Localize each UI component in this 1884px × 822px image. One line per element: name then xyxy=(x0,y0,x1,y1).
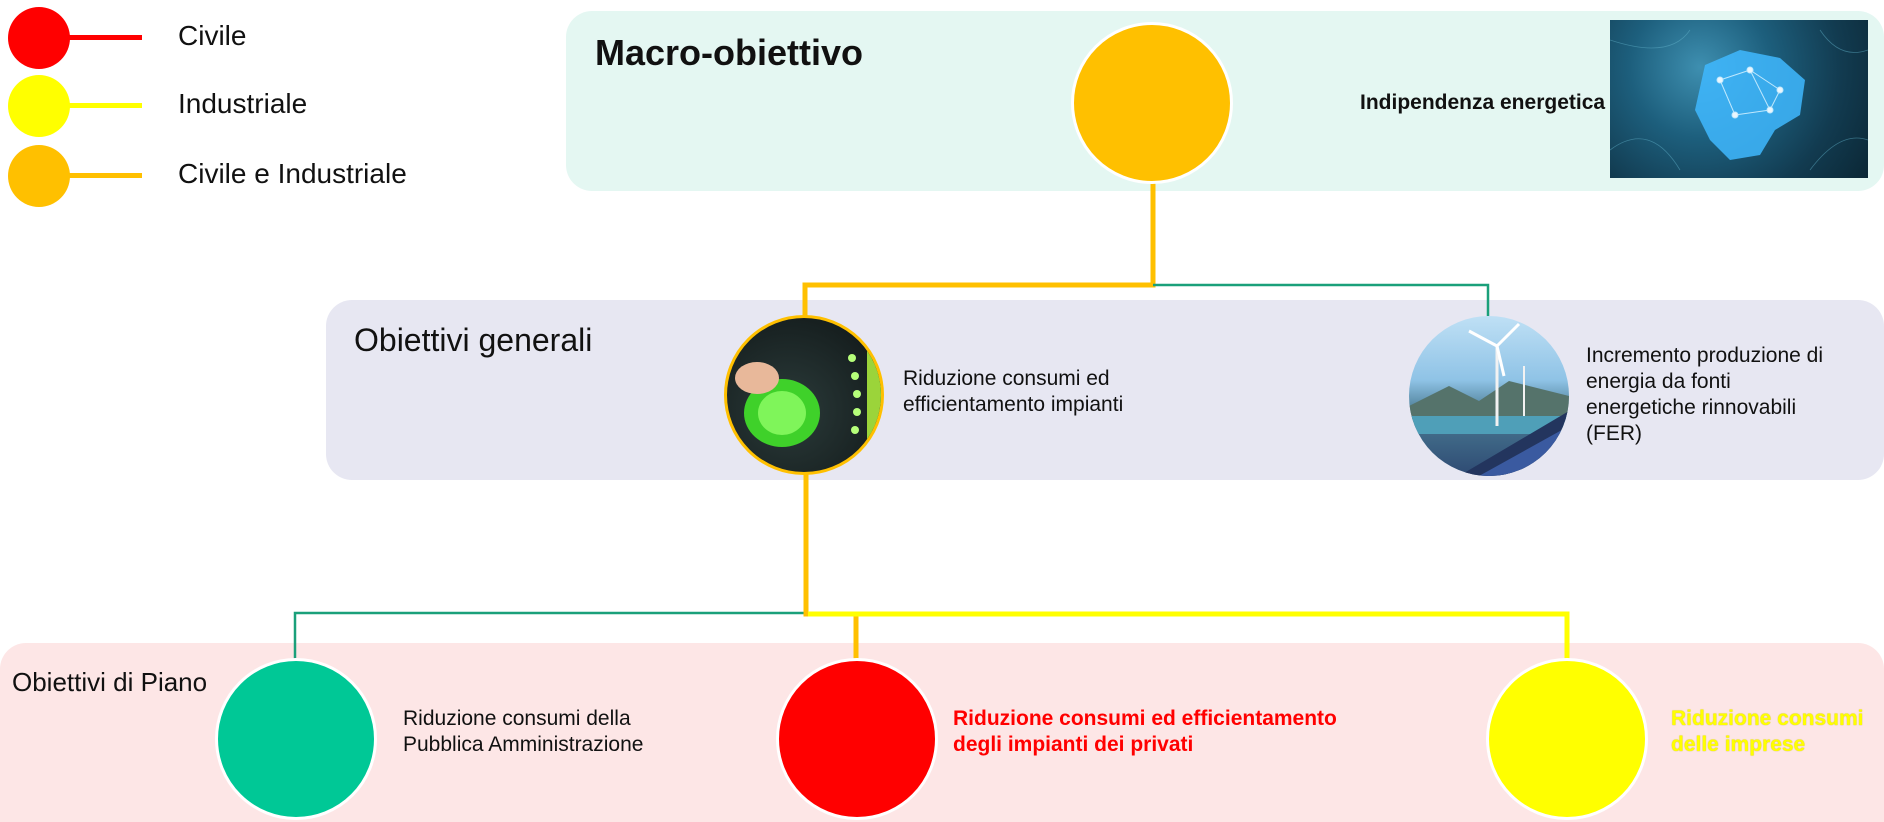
legend-label-civile-industriale: Civile e Industriale xyxy=(178,158,407,189)
plan-objective-business-node xyxy=(1486,658,1648,820)
plan-objective-business-label: Riduzione consumi delle imprese xyxy=(1671,707,1864,756)
map-network-photo-icon xyxy=(1610,20,1868,178)
plan-objectives-title: Obiettivi di Piano xyxy=(12,667,208,697)
general-objectives-panel xyxy=(326,300,1884,480)
connector-reduction-to-pa xyxy=(293,474,808,660)
legend-dot-civile xyxy=(8,7,70,69)
plan-objective-private-label: Riduzione consumi ed efficientamento deg… xyxy=(953,707,1337,756)
general-objective-reduction-label: Riduzione consumi ed efficientamento imp… xyxy=(903,367,1124,416)
wind-solar-photo-icon xyxy=(1409,316,1569,476)
connector-macro-to-renewables xyxy=(1153,283,1490,316)
macro-objective-title: Macro-obiettivo xyxy=(595,32,864,73)
legend-line-industriale xyxy=(62,103,142,108)
macro-objective-node xyxy=(1071,22,1233,184)
connector-reduction-to-private xyxy=(803,474,859,660)
plan-objective-pa-label: Riduzione consumi della Pubblica Amminis… xyxy=(403,707,644,756)
energy-knob-photo-icon xyxy=(724,315,884,475)
plan-objective-private-node xyxy=(776,658,938,820)
plan-objective-pa-node xyxy=(215,658,377,820)
legend-label-industriale: Industriale xyxy=(178,88,308,119)
connector-macro-to-reduction xyxy=(802,180,1156,320)
connector-reduction-to-business xyxy=(808,611,1570,660)
legend-line-civile xyxy=(62,35,142,40)
general-objective-renewables-label: Incremento produzione di energia da font… xyxy=(1586,344,1823,445)
macro-objective-label: Indipendenza energetica xyxy=(1360,91,1606,114)
legend-label-civile: Civile xyxy=(178,20,247,51)
legend-line-civile-industriale xyxy=(62,173,142,178)
general-objectives-title: Obiettivi generali xyxy=(354,322,593,358)
legend-dot-civile-industriale xyxy=(8,145,70,207)
legend-dot-industriale xyxy=(8,75,70,137)
